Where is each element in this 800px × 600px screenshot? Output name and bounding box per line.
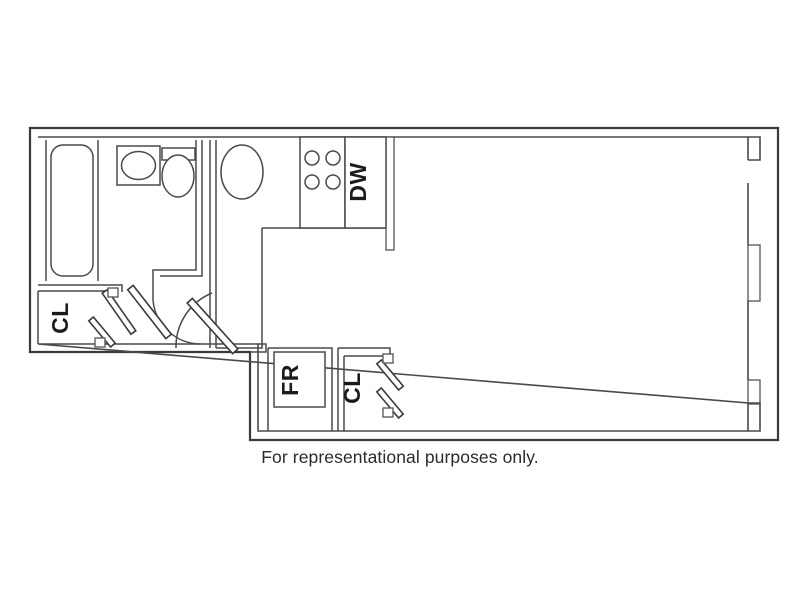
refrigerator-icon — [273, 351, 326, 408]
window-lower-right — [747, 379, 761, 405]
entry-alcove-wall — [250, 343, 267, 353]
bathroom-sink-icon — [120, 150, 157, 181]
right-wall-jog-bottom — [748, 402, 761, 432]
stove-burner-1 — [304, 150, 320, 166]
bathroom-door-leaf — [126, 284, 173, 340]
entry-door-arc — [175, 292, 213, 349]
entry-closet-door-upper-jamb — [382, 353, 394, 364]
bathtub-icon — [50, 144, 94, 277]
entry-door-leaf — [186, 297, 239, 355]
label-dishwasher: DW — [345, 162, 371, 201]
toilet-icon — [161, 154, 195, 198]
bathroom-closet-door-left-leaf — [101, 288, 137, 336]
partition-bath-bottom — [38, 284, 123, 292]
partition-kitchen-right — [385, 136, 395, 251]
partition-bath-right-inner — [160, 140, 203, 277]
entry-closet-door-lower-leaf — [375, 386, 405, 420]
entry-closet-door-upper-leaf — [375, 358, 405, 392]
stove-burner-3 — [304, 174, 320, 190]
right-wall-jog-top — [748, 136, 761, 161]
stove-burner-4 — [325, 174, 341, 190]
kitchen-counter-edge — [216, 228, 263, 349]
kitchen-sink-icon — [220, 144, 264, 200]
bathroom-closet-door-right-jamb — [94, 337, 106, 348]
entry-closet-door-lower-jamb — [382, 407, 394, 418]
outer-wall-outline — [28, 126, 780, 442]
bathroom-closet-door-right-leaf — [87, 315, 117, 349]
label-closet-entry: CL — [339, 372, 365, 404]
bathroom-closet-door-left-jamb — [107, 287, 119, 298]
refrigerator-surround — [267, 347, 333, 431]
window-upper-right — [747, 244, 761, 302]
label-closet-bathroom: CL — [47, 302, 73, 334]
dishwasher-icon — [344, 136, 387, 229]
stove-burner-2 — [325, 150, 341, 166]
label-refrigerator: FR — [277, 364, 303, 396]
partition-bath-right — [152, 140, 197, 300]
disclaimer-caption: For representational purposes only. — [261, 447, 539, 467]
closet-entry-outline — [337, 347, 391, 431]
